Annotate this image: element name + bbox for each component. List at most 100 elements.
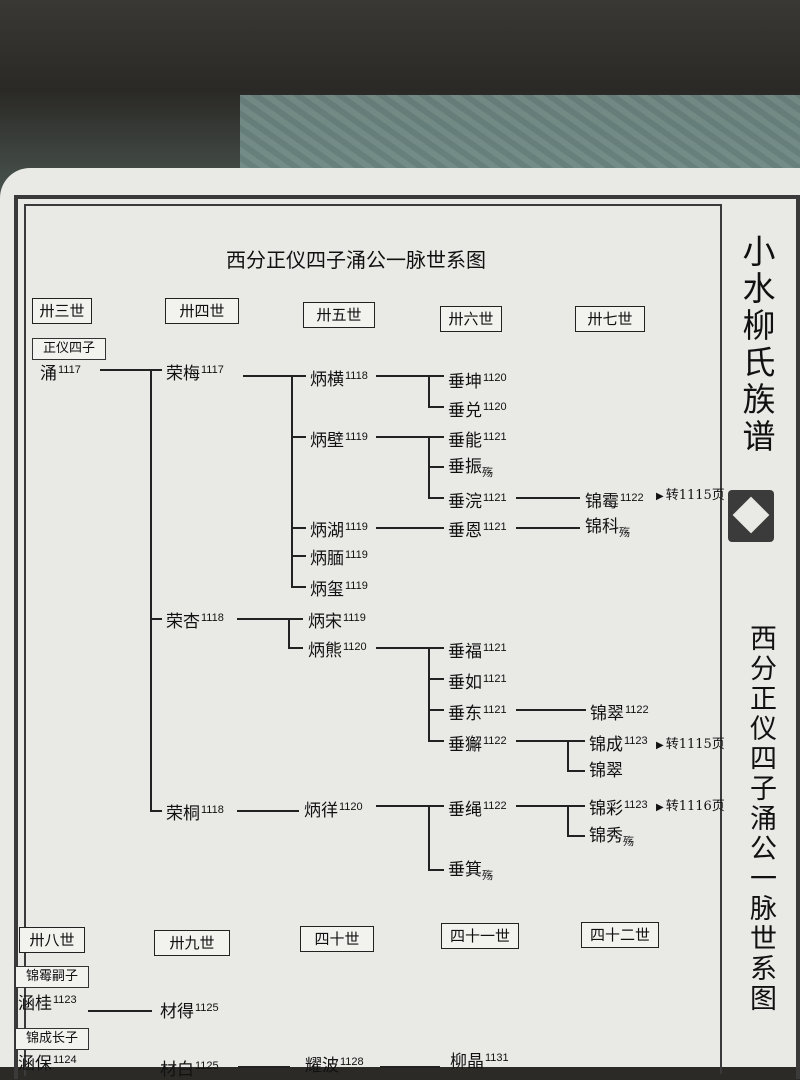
connector-line — [516, 527, 580, 529]
person-chuineng: 垂能1121 — [448, 431, 507, 451]
generation-37-label: 卅七世 — [575, 306, 645, 332]
connector-line — [428, 869, 444, 871]
person-rongxing: 荣杏1118 — [166, 612, 224, 632]
connector-line — [428, 647, 444, 649]
connector-line — [376, 647, 428, 649]
generation-41-label: 四十一世 — [441, 923, 519, 949]
connector-line — [428, 805, 444, 807]
page-reference: ▶转1115页 — [656, 737, 725, 752]
connector-line — [291, 375, 293, 587]
generation-33-label: 卅三世 — [32, 298, 92, 324]
connector-line — [428, 406, 444, 408]
person-liujing: 柳晶1131 — [450, 1052, 509, 1072]
connector-line — [376, 375, 428, 377]
connector-line — [150, 618, 162, 620]
connector-line — [428, 436, 444, 438]
person-rongmei: 荣梅1117 — [166, 364, 224, 384]
connector-line — [516, 740, 568, 742]
person-jincui-2: 锦翠 — [589, 761, 623, 781]
person-chuixie: 垂獬1122 — [448, 735, 507, 755]
person-rongtong: 荣桐1118 — [166, 804, 224, 824]
person-jinxiu: 锦秀殇 — [589, 826, 634, 848]
connector-line — [243, 375, 293, 377]
generation-40-label: 四十世 — [300, 926, 374, 952]
diamond-ornament-icon — [728, 490, 774, 542]
connector-line — [428, 375, 444, 377]
connector-line — [291, 436, 306, 438]
connector-line — [288, 647, 303, 649]
connector-line — [150, 810, 162, 812]
connector-line — [428, 740, 444, 742]
person-chuien: 垂恩1121 — [448, 521, 507, 541]
person-chuizhen: 垂振殇 — [448, 457, 493, 479]
connector-line — [376, 527, 444, 529]
page-frame-outer — [14, 195, 800, 1079]
person-jinmei: 锦霉1122 — [585, 492, 644, 512]
person-bingxiang: 炳徉1120 — [304, 801, 363, 821]
connector-line — [100, 369, 152, 371]
person-caibai: 材白1125 — [160, 1060, 219, 1080]
section-title: 西分正仪四子涌公一脉世系图 — [745, 624, 776, 1014]
generation-39-label: 卅九世 — [154, 930, 230, 956]
page-frame-inner — [24, 204, 722, 1076]
connector-line — [150, 369, 152, 811]
arrow-right-icon: ▶ — [656, 491, 664, 502]
person-hangui: 涵桂1123 — [18, 994, 77, 1014]
arrow-right-icon: ▶ — [656, 802, 664, 813]
person-binghu: 炳湖1119 — [310, 521, 368, 541]
connector-line — [428, 647, 430, 741]
person-bingbian: 炳腼1119 — [310, 549, 368, 569]
note-top: 正仪四子 — [32, 338, 106, 360]
person-bingbi: 炳壁1119 — [310, 431, 368, 451]
person-chuisheng: 垂绳1122 — [448, 800, 507, 820]
connector-line — [567, 835, 585, 837]
person-chuikun: 垂坤1120 — [448, 372, 507, 392]
note-bottom-2: 锦成长子 — [15, 1028, 89, 1050]
connector-line — [291, 375, 306, 377]
person-jincheng: 锦成1123 — [589, 735, 648, 755]
person-jincui-1: 锦翠1122 — [590, 704, 649, 724]
connector-line — [88, 1010, 152, 1012]
book-page — [0, 168, 800, 1067]
connector-line — [237, 618, 289, 620]
connector-line — [291, 527, 306, 529]
generation-38-label: 卅八世 — [19, 927, 85, 953]
page-reference: ▶转1116页 — [656, 799, 725, 814]
connector-line — [516, 709, 586, 711]
person-chuiwan: 垂浣1121 — [448, 492, 507, 512]
person-jinke: 锦科殇 — [585, 517, 630, 539]
book-title: 小水柳氏族谱 — [737, 234, 776, 456]
connector-line — [428, 497, 444, 499]
connector-line — [567, 805, 585, 807]
connector-line — [516, 805, 568, 807]
generation-42-label: 四十二世 — [581, 922, 659, 948]
connector-line — [428, 375, 430, 407]
person-caide: 材得1125 — [160, 1002, 219, 1022]
connector-line — [428, 709, 444, 711]
person-chuifu: 垂福1121 — [448, 642, 507, 662]
connector-line — [288, 618, 303, 620]
connector-line — [376, 436, 428, 438]
connector-line — [428, 805, 430, 870]
connector-line — [376, 805, 428, 807]
note-bottom-1: 锦霉嗣子 — [15, 966, 89, 988]
person-chuidong: 垂东1121 — [448, 704, 507, 724]
page-reference: ▶转1115页 — [656, 488, 725, 503]
generation-35-label: 卅五世 — [303, 302, 375, 328]
connector-line — [428, 466, 444, 468]
connector-line — [291, 586, 306, 588]
connector-line — [567, 770, 585, 772]
generation-36-label: 卅六世 — [440, 306, 502, 332]
connector-line — [567, 805, 569, 836]
connector-line — [291, 555, 306, 557]
person-yong: 涌1117 — [40, 364, 81, 384]
person-chuiru: 垂如1121 — [448, 673, 507, 693]
connector-line — [288, 618, 290, 648]
connector-line — [567, 740, 585, 742]
side-panel: 小水柳氏族谱 西分正仪四子涌公一脉世系图 — [720, 204, 780, 1074]
person-chuiji: 垂箕殇 — [448, 860, 493, 882]
connector-line — [150, 369, 162, 371]
person-yaobo: 耀波1128 — [305, 1056, 364, 1076]
chart-title: 西分正仪四子涌公一脉世系图 — [226, 248, 486, 272]
connector-line — [567, 740, 569, 771]
